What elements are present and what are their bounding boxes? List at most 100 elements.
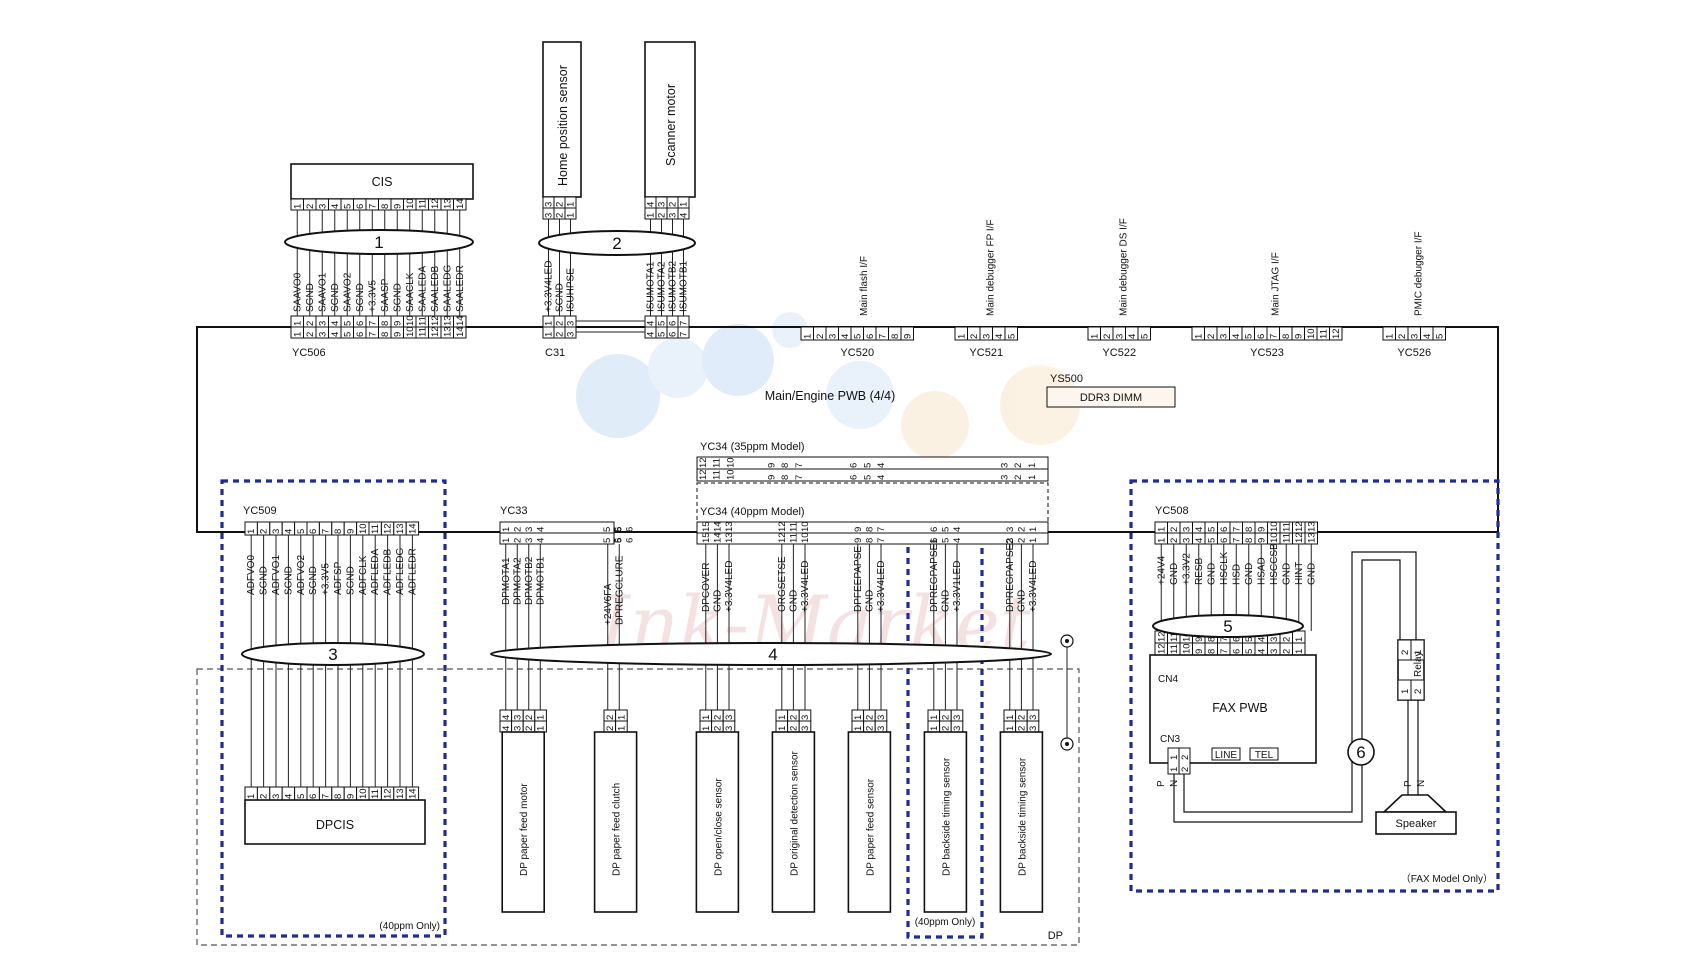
- cis-pin-number: 4: [330, 204, 341, 209]
- cis-signal-label: +3.3V5: [367, 280, 378, 312]
- yc506-pin-number: 7: [367, 321, 378, 326]
- yc34-35-pin: 8: [780, 463, 791, 468]
- scanner-motor-pin-number: 4: [679, 213, 690, 218]
- cis-signal-label: SGND: [392, 283, 403, 312]
- scanner-motor-pin-number: 3: [668, 213, 679, 218]
- cn4-pin-number: 7: [1219, 637, 1230, 642]
- yc506-pin-number: 5: [342, 332, 353, 337]
- dp-region-label: DP: [1048, 930, 1063, 942]
- yc33-label: YC33: [500, 505, 528, 517]
- bundle-5-oval: [1152, 614, 1304, 638]
- dp-device-pin-number: 1: [777, 715, 788, 720]
- bundle-3-oval: [241, 642, 425, 666]
- cis-signal-label: SAAVO1: [317, 272, 328, 312]
- cn4-pin-number: 10: [1181, 643, 1192, 654]
- yc506-pin-number: 11: [417, 327, 428, 337]
- yc33-pin: 4: [535, 538, 546, 543]
- dp-device-pin-number: 1: [1005, 726, 1016, 731]
- yc34-40-pin: 8: [864, 527, 875, 532]
- iface-pin-cell: [1432, 326, 1446, 341]
- dpcis-pin-number: 13: [395, 788, 406, 799]
- yc509-signal-label: SGND: [345, 566, 356, 595]
- yc508-pin-number: 10: [1269, 521, 1280, 532]
- cn4-pin-number: 7: [1219, 649, 1230, 654]
- dp-device-pin-number: 3: [512, 715, 523, 720]
- iface-pin-number: 9: [1293, 334, 1304, 339]
- iface-pin-number: 7: [877, 334, 888, 339]
- yc508-pin-number: 11: [1281, 533, 1292, 543]
- background-decor: [576, 312, 1080, 459]
- yc509-pin-number: 10: [358, 523, 369, 534]
- cis-pin-number: 10: [405, 198, 416, 209]
- yc34-40-pin: 15: [701, 532, 712, 543]
- dpcis-pin-number: 6: [308, 794, 319, 799]
- dp-device-pin-number: 2: [940, 715, 951, 720]
- yc34-35-pin: 2: [1013, 475, 1024, 480]
- dpcis-title: DPCIS: [316, 818, 354, 832]
- dpcis-pin-number: 10: [358, 788, 369, 799]
- yc508-pin-number: 5: [1206, 538, 1217, 543]
- yc34-35-pin: 7: [794, 463, 805, 468]
- scanner-motor-pin-number: 2: [668, 202, 679, 207]
- yc34-35-label: YC34 (35ppm Model): [700, 441, 805, 453]
- yc508-pin-number: 5: [1206, 527, 1217, 532]
- yc34-35-pin: 3: [999, 475, 1010, 480]
- iface-pin-number: 2: [1397, 334, 1408, 339]
- bundle-5-label: 5: [1223, 617, 1232, 636]
- cn4-pin-number: 12: [1156, 631, 1167, 642]
- home-sensor-title: Home position sensor: [556, 65, 570, 186]
- iface-pin-number: 3: [981, 334, 992, 339]
- dp-device-pin-number: 4: [501, 726, 512, 731]
- bundle-4-oval: [490, 642, 1052, 666]
- yc509-pin-number: 1: [246, 529, 257, 534]
- yc506-pin-number: 8: [380, 321, 391, 326]
- c31-signal-label: SGND: [555, 283, 566, 312]
- yc506-pin-number: 10: [405, 326, 416, 337]
- yc508-pin-number: 13: [1306, 532, 1317, 543]
- yc34-35-pin: 3: [999, 463, 1010, 468]
- cn4-pin-number: 1: [1294, 649, 1305, 654]
- iface-pin-number: 1: [956, 334, 967, 339]
- yc33-pin: 1: [501, 527, 512, 532]
- dpcis-pin-number: 11: [370, 789, 381, 799]
- yc33-pin: 6: [613, 538, 624, 543]
- iface-connector-label: YC523: [1250, 347, 1284, 359]
- svg-text:2: 2: [1180, 767, 1191, 772]
- yc34-40-pin: 11: [788, 522, 799, 532]
- yc509-pin-number: 11: [370, 524, 381, 534]
- yc509-pin-number: 9: [345, 529, 356, 534]
- yc34-40-pin: 4: [952, 538, 963, 543]
- cn4-pin-number: 9: [1194, 649, 1205, 654]
- dp-device-box: [695, 731, 740, 913]
- yc33-pin: 5: [613, 538, 624, 543]
- yc508-pin-number: 12: [1294, 532, 1305, 543]
- iface-pin-number: 1: [1193, 334, 1204, 339]
- iface-pin-number: 7: [1268, 334, 1279, 339]
- dp-device-pin-number: 2: [864, 726, 875, 731]
- yc33-pin: 5: [613, 527, 624, 532]
- iface-pin-number: 4: [1231, 334, 1242, 339]
- yc34-35-pin: 6: [849, 475, 860, 480]
- iface-pin-number: 2: [1206, 334, 1217, 339]
- svg-text:1: 1: [1169, 767, 1180, 772]
- dpcis-pin-number: 9: [345, 794, 356, 799]
- yc34-40-pin: 8: [864, 538, 875, 543]
- yc33-signal-label: +24V6FA: [603, 583, 614, 625]
- dp-device-pin-number: 3: [724, 726, 735, 731]
- c31-signal-label: ISUHPSE: [566, 268, 577, 312]
- home-sensor-pin-number: 2: [555, 202, 566, 207]
- yc33-signal-label: DPMOTA2: [512, 557, 523, 605]
- cis-pin-number: 1: [292, 204, 303, 209]
- yc34-signal-label: ORGSETSE: [777, 556, 788, 612]
- yc34-40-pin: 10: [800, 521, 811, 532]
- speaker-label: Speaker: [1396, 818, 1437, 830]
- dp-device-pin-number: 3: [800, 715, 811, 720]
- iface-pin-number: 5: [1434, 334, 1445, 339]
- yc509-pin-number: 3: [271, 529, 282, 534]
- yc34-40-pin: 11: [788, 533, 799, 543]
- c31-pin-number: 7: [679, 332, 690, 337]
- dpcis-pin-number: 1: [246, 794, 257, 799]
- yc34-signal-label: +3.3V4LED: [1028, 561, 1039, 612]
- scanner-motor-pin-number: 4: [646, 202, 657, 207]
